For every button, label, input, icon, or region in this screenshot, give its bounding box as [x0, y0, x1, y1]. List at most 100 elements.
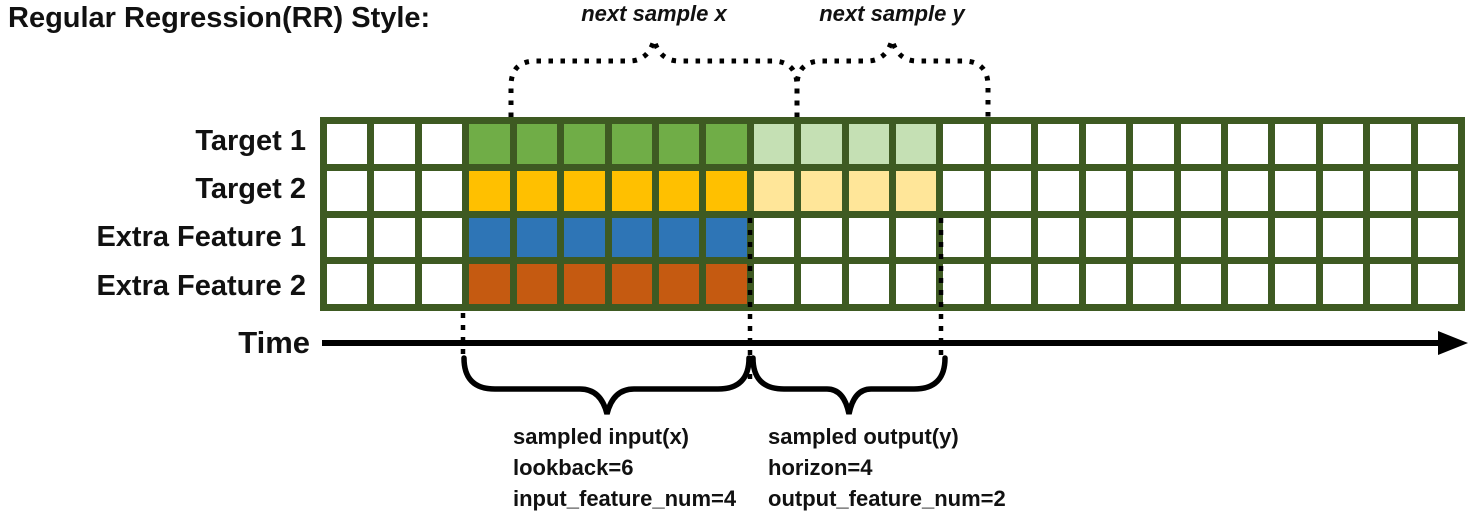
grid-cell — [658, 170, 700, 211]
grid-cell — [848, 170, 889, 211]
grid-cell — [516, 217, 558, 258]
grid — [320, 117, 1465, 311]
grid-cell — [469, 217, 510, 258]
grid-cell — [611, 170, 652, 211]
next-sample-x-label: next sample x — [581, 1, 727, 26]
grid-cell — [753, 264, 795, 304]
grid-cell — [1227, 124, 1269, 164]
grid-cell — [990, 124, 1032, 164]
grid-cell — [1038, 217, 1079, 258]
grid-cell — [1227, 217, 1269, 258]
grid-cell — [1133, 170, 1174, 211]
lookback-value: lookback=6 — [513, 455, 634, 480]
grid-cell — [374, 264, 415, 304]
grid-cell — [374, 217, 415, 258]
grid-cell — [801, 124, 842, 164]
row-label-extra-feature-2: Extra Feature 2 — [96, 270, 306, 302]
grid-cell — [943, 124, 984, 164]
grid-cell — [564, 217, 605, 258]
grid-cell — [1370, 264, 1411, 304]
grid-cell — [1417, 170, 1458, 211]
grid-cell — [611, 217, 652, 258]
grid-cell — [564, 170, 605, 211]
grid-cell — [943, 264, 984, 304]
grid-cell — [990, 170, 1032, 211]
row-label-target-1: Target 1 — [195, 125, 306, 157]
grid-cell — [753, 217, 795, 258]
grid-cell — [1038, 264, 1079, 304]
grid-cell — [896, 264, 937, 304]
grid-cell — [848, 264, 889, 304]
grid-cell — [1322, 264, 1364, 304]
row-label-extra-feature-1: Extra Feature 1 — [96, 221, 306, 253]
grid-cell — [421, 264, 463, 304]
grid-cell — [848, 217, 889, 258]
grid-cell — [611, 124, 652, 164]
grid-cell — [1275, 124, 1316, 164]
grid-cell — [1180, 217, 1221, 258]
grid-cell — [1180, 264, 1221, 304]
grid-cell — [327, 264, 368, 304]
grid-cell — [1085, 217, 1127, 258]
grid-cell — [706, 170, 747, 211]
output-feature-num: output_feature_num=2 — [768, 486, 1006, 511]
grid-cell — [421, 217, 463, 258]
grid-cell — [1417, 264, 1458, 304]
grid-cell — [564, 124, 605, 164]
grid-cell — [1275, 264, 1316, 304]
grid-cell — [1370, 170, 1411, 211]
grid-cell — [1322, 217, 1364, 258]
grid-cell — [611, 264, 652, 304]
sampled-input-brace-icon — [461, 355, 752, 415]
grid-cell — [469, 264, 510, 304]
grid-cell — [848, 124, 889, 164]
grid-cell — [469, 124, 510, 164]
grid-cell — [753, 124, 795, 164]
grid-cell — [801, 217, 842, 258]
time-arrowhead-icon — [1438, 331, 1468, 355]
grid-cell — [658, 217, 700, 258]
grid-cell — [564, 264, 605, 304]
grid-cell — [1417, 124, 1458, 164]
grid-cell — [1322, 170, 1364, 211]
time-axis-label: Time — [238, 325, 310, 360]
grid-cell — [658, 264, 700, 304]
grid-cell — [706, 264, 747, 304]
grid-cell — [1133, 264, 1174, 304]
grid-cell — [1085, 124, 1127, 164]
grid-cell — [421, 170, 463, 211]
grid-cell — [1038, 124, 1079, 164]
grid-cell — [1370, 217, 1411, 258]
sampled-input-caption: sampled input(x) lookback=6 input_featur… — [513, 421, 736, 514]
grid-cell — [1038, 170, 1079, 211]
grid-cell — [1275, 217, 1316, 258]
grid-cell — [801, 170, 842, 211]
horizon-value: horizon=4 — [768, 455, 873, 480]
grid-cell — [1085, 170, 1127, 211]
input-feature-num: input_feature_num=4 — [513, 486, 737, 511]
grid-cell — [1085, 264, 1127, 304]
grid-cell — [516, 170, 558, 211]
grid-cell — [990, 217, 1032, 258]
grid-cell — [943, 170, 984, 211]
grid-cell — [990, 264, 1032, 304]
grid-cell — [1417, 217, 1458, 258]
grid-cell — [1227, 170, 1269, 211]
grid-cell — [327, 124, 368, 164]
grid-cell — [943, 217, 984, 258]
grid-cell — [1227, 264, 1269, 304]
grid-cell — [1322, 124, 1364, 164]
grid-cell — [753, 170, 795, 211]
grid-cell — [374, 170, 415, 211]
next-sample-y-label: next sample y — [819, 1, 965, 26]
grid-cell — [1133, 217, 1174, 258]
grid-cell — [706, 124, 747, 164]
grid-cell — [327, 170, 368, 211]
grid-cell — [801, 264, 842, 304]
grid-cell — [374, 124, 415, 164]
grid-cell — [1370, 124, 1411, 164]
grid-cell — [896, 124, 937, 164]
grid-cell — [896, 217, 937, 258]
grid-cell — [516, 124, 558, 164]
